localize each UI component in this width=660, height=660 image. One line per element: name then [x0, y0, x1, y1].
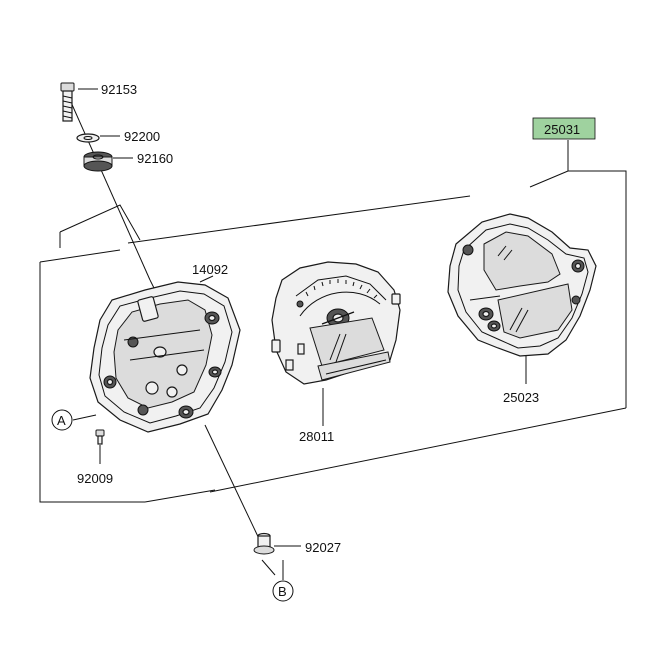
part-number-25031: 25031 [544, 122, 580, 137]
part-number-25023: 25023 [503, 390, 539, 405]
part-number-92153: 92153 [101, 82, 137, 97]
tachometer-ticks [305, 279, 378, 299]
part-number-14092: 14092 [192, 262, 228, 277]
part-number-92009: 92009 [77, 471, 113, 486]
meter-upper-cover[interactable] [447, 213, 597, 357]
assembly-frame [39, 140, 627, 503]
part-number-92200: 92200 [124, 129, 160, 144]
reference-label-b: B [278, 584, 287, 599]
part-number-28011: 28011 [299, 429, 334, 444]
reference-marker-a[interactable]: A [51, 409, 73, 431]
bolt-icon[interactable] [60, 82, 75, 122]
reference-marker-b[interactable]: B [272, 580, 294, 602]
lower-axis [204, 424, 276, 576]
meter-unit[interactable] [271, 261, 401, 385]
part-number-92160: 92160 [137, 151, 173, 166]
screw-icon[interactable] [95, 429, 105, 445]
meter-lower-case[interactable] [89, 281, 241, 433]
reference-label-a: A [57, 413, 66, 428]
grommet-icon[interactable] [83, 151, 113, 172]
part-number-92027: 92027 [305, 540, 341, 555]
assembly-label-25031[interactable]: 25031 [532, 117, 596, 140]
collar-icon[interactable] [253, 532, 275, 555]
washer-icon[interactable] [76, 133, 100, 143]
